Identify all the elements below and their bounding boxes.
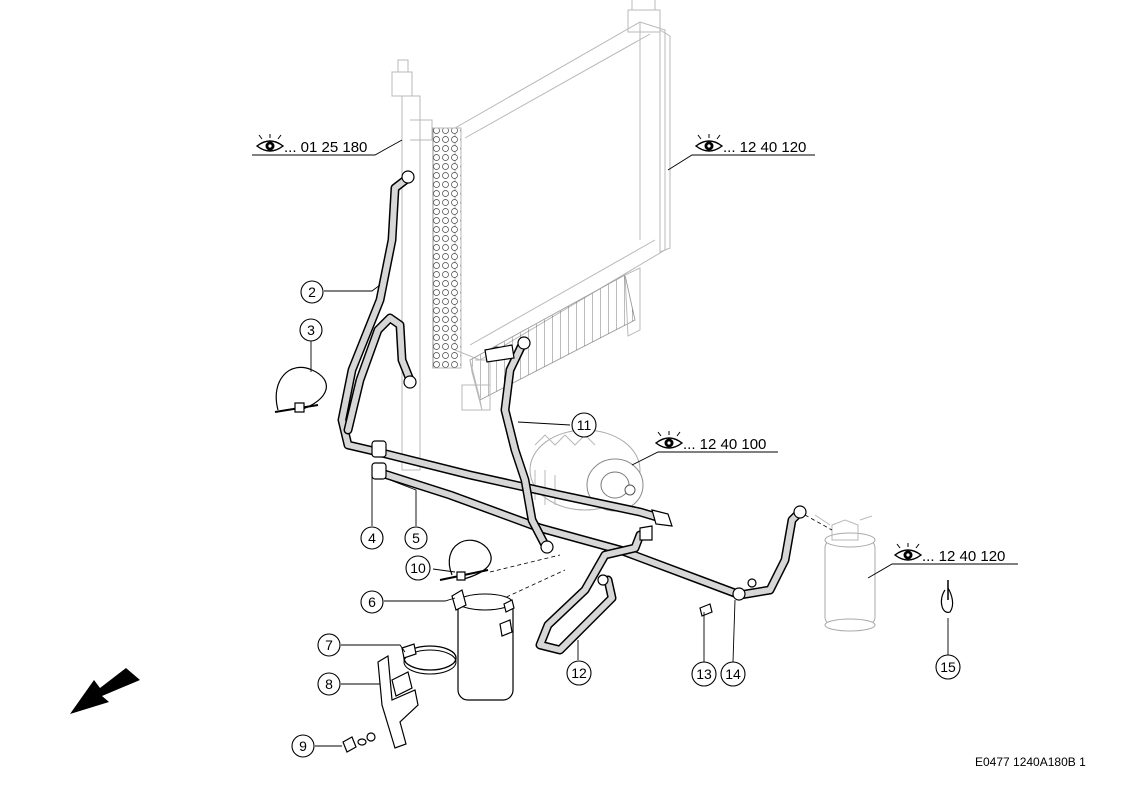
arrow-icon [70,668,140,714]
dashed-guide-10 [489,554,561,573]
callout-13-label: 13 [696,666,712,682]
callout-11-label: 11 [577,417,592,433]
callout-9: 9 [291,734,315,758]
callout-4-label: 4 [368,530,376,546]
hose-fittings [371,170,807,586]
band-clamp-7 [401,643,457,675]
callout-12: 12 [566,660,592,686]
reference-text: ... 12 40 120 [723,139,806,156]
callout-12-label: 12 [571,665,587,681]
hose-5 [373,467,745,600]
zip-tie-3 [274,366,327,413]
hose-2 [337,173,413,457]
callout-3-label: 3 [307,322,315,338]
eye-icon [893,543,923,561]
callout-10-label: 10 [410,560,426,576]
eye-icon [255,134,285,152]
receiver-dryer-6 [451,589,515,701]
callout-4: 4 [360,526,384,550]
reference-text: ... 12 40 120 [922,548,1005,565]
callout-8-label: 8 [325,676,333,692]
hose-4 [373,447,665,523]
dashed-guide-6 [499,569,566,601]
eye-icon [654,431,684,449]
reference-text: ... 01 25 180 [284,139,367,156]
reference-text: ... 12 40 100 [683,436,766,453]
reference-12-40-120-top: ... 12 40 120 [694,134,806,156]
receiver-dryer-ghost [804,514,876,632]
callout-13: 13 [691,661,717,687]
hose-12 [535,530,645,655]
hose-14 [735,507,805,600]
callout-7: 7 [317,633,341,657]
callout-7-label: 7 [325,637,333,653]
reference-01-25-180: ... 01 25 180 [255,134,367,156]
callout-2: 2 [300,280,324,304]
hose-loop-upper [343,313,415,435]
eye-icon [694,134,724,152]
callout-6-label: 6 [368,594,376,610]
callout-3: 3 [299,318,323,342]
reference-12-40-120-bottom: ... 12 40 120 [893,543,1005,565]
zip-tie-15 [940,580,954,613]
callout-15-label: 15 [940,659,956,675]
callout-14-label: 14 [725,666,741,682]
leader-lines [252,139,1018,747]
callout-14: 14 [720,661,746,687]
callout-5-label: 5 [412,530,420,546]
drawing-code: E0477 1240A180B 1 [975,755,1086,769]
bracket-8 [377,654,419,749]
clamp-14 [732,578,757,601]
screw-9 [342,732,376,753]
callout-2-label: 2 [308,284,316,300]
callout-10: 10 [405,555,431,581]
callout-15: 15 [935,654,961,680]
callout-9-label: 9 [299,738,307,754]
callout-11: 11 [571,412,597,438]
condenser-assembly [391,0,671,471]
callout-6: 6 [360,590,384,614]
callout-5: 5 [404,526,428,550]
reference-12-40-100: ... 12 40 100 [654,431,766,453]
hose-11 [500,340,550,550]
zip-tie-10 [439,539,492,581]
screw-13 [699,603,713,617]
callout-8: 8 [317,672,341,696]
